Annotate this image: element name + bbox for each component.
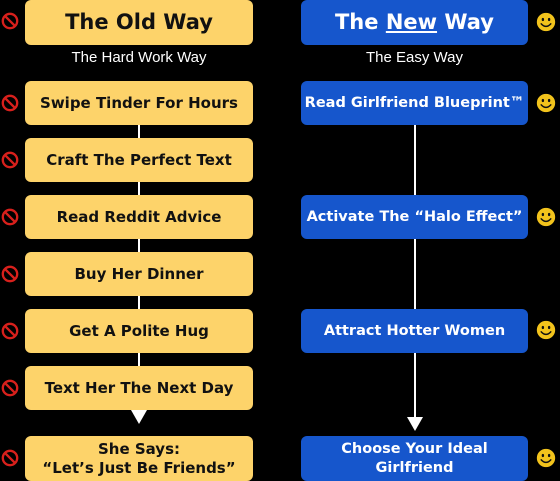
old-step-4: Buy Her Dinner — [25, 252, 253, 296]
new-step-2: Activate The “Halo Effect” — [301, 195, 528, 239]
new-result: Choose Your Ideal Girlfriend — [301, 436, 528, 481]
old-result-line-1: She Says: — [97, 439, 181, 458]
new-way-subtitle: The Easy Way — [366, 49, 463, 66]
new-flow-arrowhead — [407, 417, 423, 431]
new-result-line-2: Girlfriend — [375, 459, 454, 476]
no-entry-icon — [1, 449, 19, 467]
new-result-line-1: Choose Your Ideal — [341, 441, 488, 458]
smiley-icon — [535, 447, 557, 469]
no-entry-icon — [1, 151, 19, 169]
smiley-icon — [535, 92, 557, 114]
new-step-1: Read Girlfriend Blueprint™ — [301, 81, 528, 125]
smiley-icon — [535, 319, 557, 341]
old-step-2: Craft The Perfect Text — [25, 138, 253, 182]
old-step-3: Read Reddit Advice — [25, 195, 253, 239]
smiley-icon — [535, 206, 557, 228]
new-flow-line — [414, 125, 416, 417]
old-flow-arrowhead — [131, 410, 147, 424]
no-entry-icon — [1, 94, 19, 112]
old-way-subtitle: The Hard Work Way — [71, 49, 207, 66]
no-entry-icon — [1, 322, 19, 340]
new-way-title: The New Way — [301, 0, 528, 45]
no-entry-icon — [1, 208, 19, 226]
new-way-title-suffix: Way — [437, 10, 494, 35]
old-step-6: Text Her The Next Day — [25, 366, 253, 410]
old-way-title: The Old Way — [25, 0, 253, 45]
old-result: She Says: “Let’s Just Be Friends” — [25, 436, 253, 481]
no-entry-icon — [1, 379, 19, 397]
old-result-line-2: “Let’s Just Be Friends” — [42, 458, 236, 477]
no-entry-icon — [1, 12, 19, 30]
smiley-icon — [535, 11, 557, 33]
no-entry-icon — [1, 265, 19, 283]
new-step-3: Attract Hotter Women — [301, 309, 528, 353]
old-step-1: Swipe Tinder For Hours — [25, 81, 253, 125]
new-way-title-prefix: The — [334, 10, 386, 35]
new-way-title-emphasis: New — [385, 10, 438, 35]
old-step-5: Get A Polite Hug — [25, 309, 253, 353]
